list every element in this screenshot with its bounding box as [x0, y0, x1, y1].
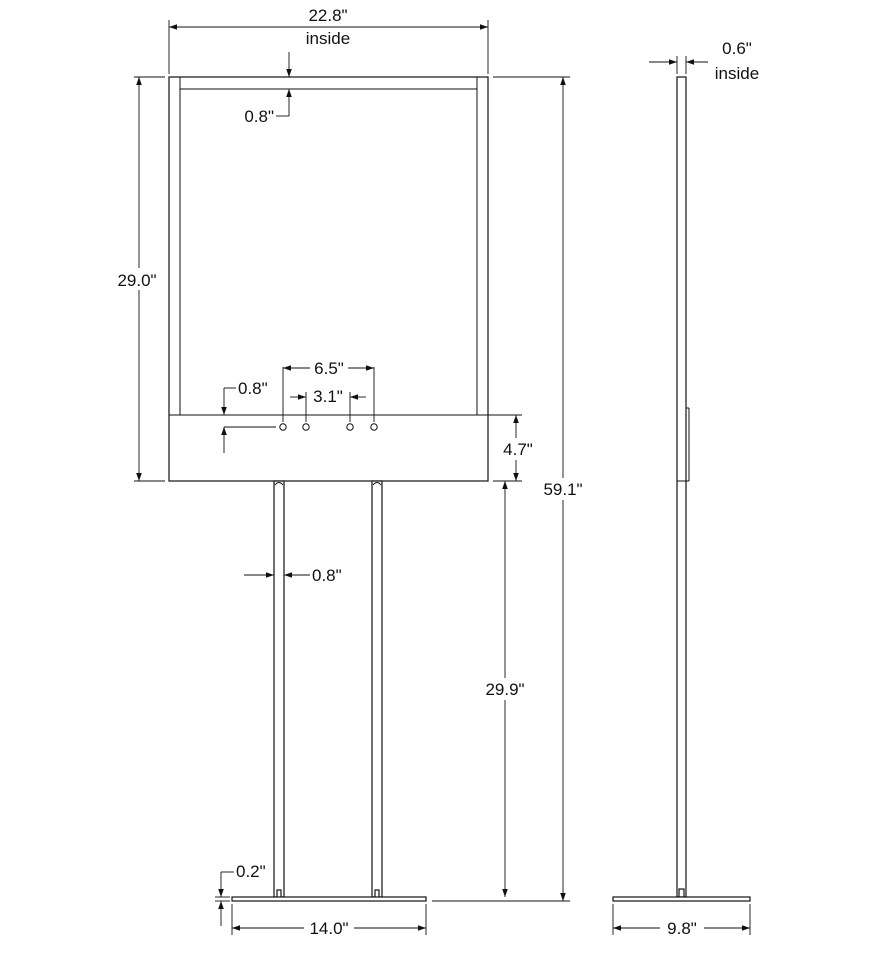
dim-base-width: 14.0" — [231, 904, 427, 938]
dim-post-height: 29.9" — [480, 481, 530, 897]
dim-label: 0.2" — [236, 862, 266, 881]
dim-label: 22.8" — [308, 6, 347, 25]
dim-frame-width: 22.8" inside — [168, 6, 489, 74]
dim-hole-outer-spacing: 6.5" — [282, 358, 375, 422]
left-post-cap — [274, 482, 284, 486]
base-plate — [231, 896, 427, 902]
sign-frame-outline — [168, 76, 489, 482]
right-post-cap — [372, 482, 382, 486]
dim-label: 0.6" — [722, 39, 752, 58]
dim-label: 29.0" — [117, 271, 156, 290]
dim-hole-offset: 0.8" — [221, 379, 276, 453]
mounting-hole-3 — [346, 423, 354, 431]
dim-overall-height: 59.1" — [432, 76, 588, 902]
dim-top-rail: 0.8" — [244, 52, 292, 126]
dim-label: 29.9" — [485, 680, 524, 699]
dim-frame-height: 29.0" — [112, 76, 165, 482]
right-post — [371, 480, 383, 898]
dim-note: inside — [306, 29, 350, 48]
dim-header-height: 4.7" — [488, 414, 538, 482]
dim-label: 4.7" — [503, 440, 533, 459]
dim-label: 9.8" — [667, 919, 697, 938]
mounting-hole-4 — [370, 423, 378, 431]
dim-base-depth: 9.8" — [612, 904, 751, 938]
dim-label: 3.1" — [313, 387, 343, 406]
dim-label: 14.0" — [309, 919, 348, 938]
front-view — [168, 76, 489, 902]
dim-label: 59.1" — [543, 480, 582, 499]
side-post-foot — [678, 888, 685, 898]
dim-base-thickness: 0.2" — [215, 862, 266, 926]
side-frame — [676, 76, 687, 898]
dim-label: 6.5" — [314, 359, 344, 378]
dim-label: 0.8" — [238, 379, 268, 398]
side-view — [612, 76, 751, 902]
dim-side-depth: 0.6" inside — [649, 39, 759, 83]
dim-hole-inner-spacing: 3.1" — [290, 387, 366, 422]
left-post — [273, 480, 285, 898]
dim-label: 0.8" — [312, 566, 342, 585]
dim-note: inside — [715, 64, 759, 83]
mounting-hole-1 — [279, 423, 287, 431]
side-base-plate — [612, 896, 751, 902]
mounting-hole-2 — [302, 423, 310, 431]
dim-label: 0.8" — [244, 107, 274, 126]
dim-post-width: 0.8" — [244, 566, 342, 585]
